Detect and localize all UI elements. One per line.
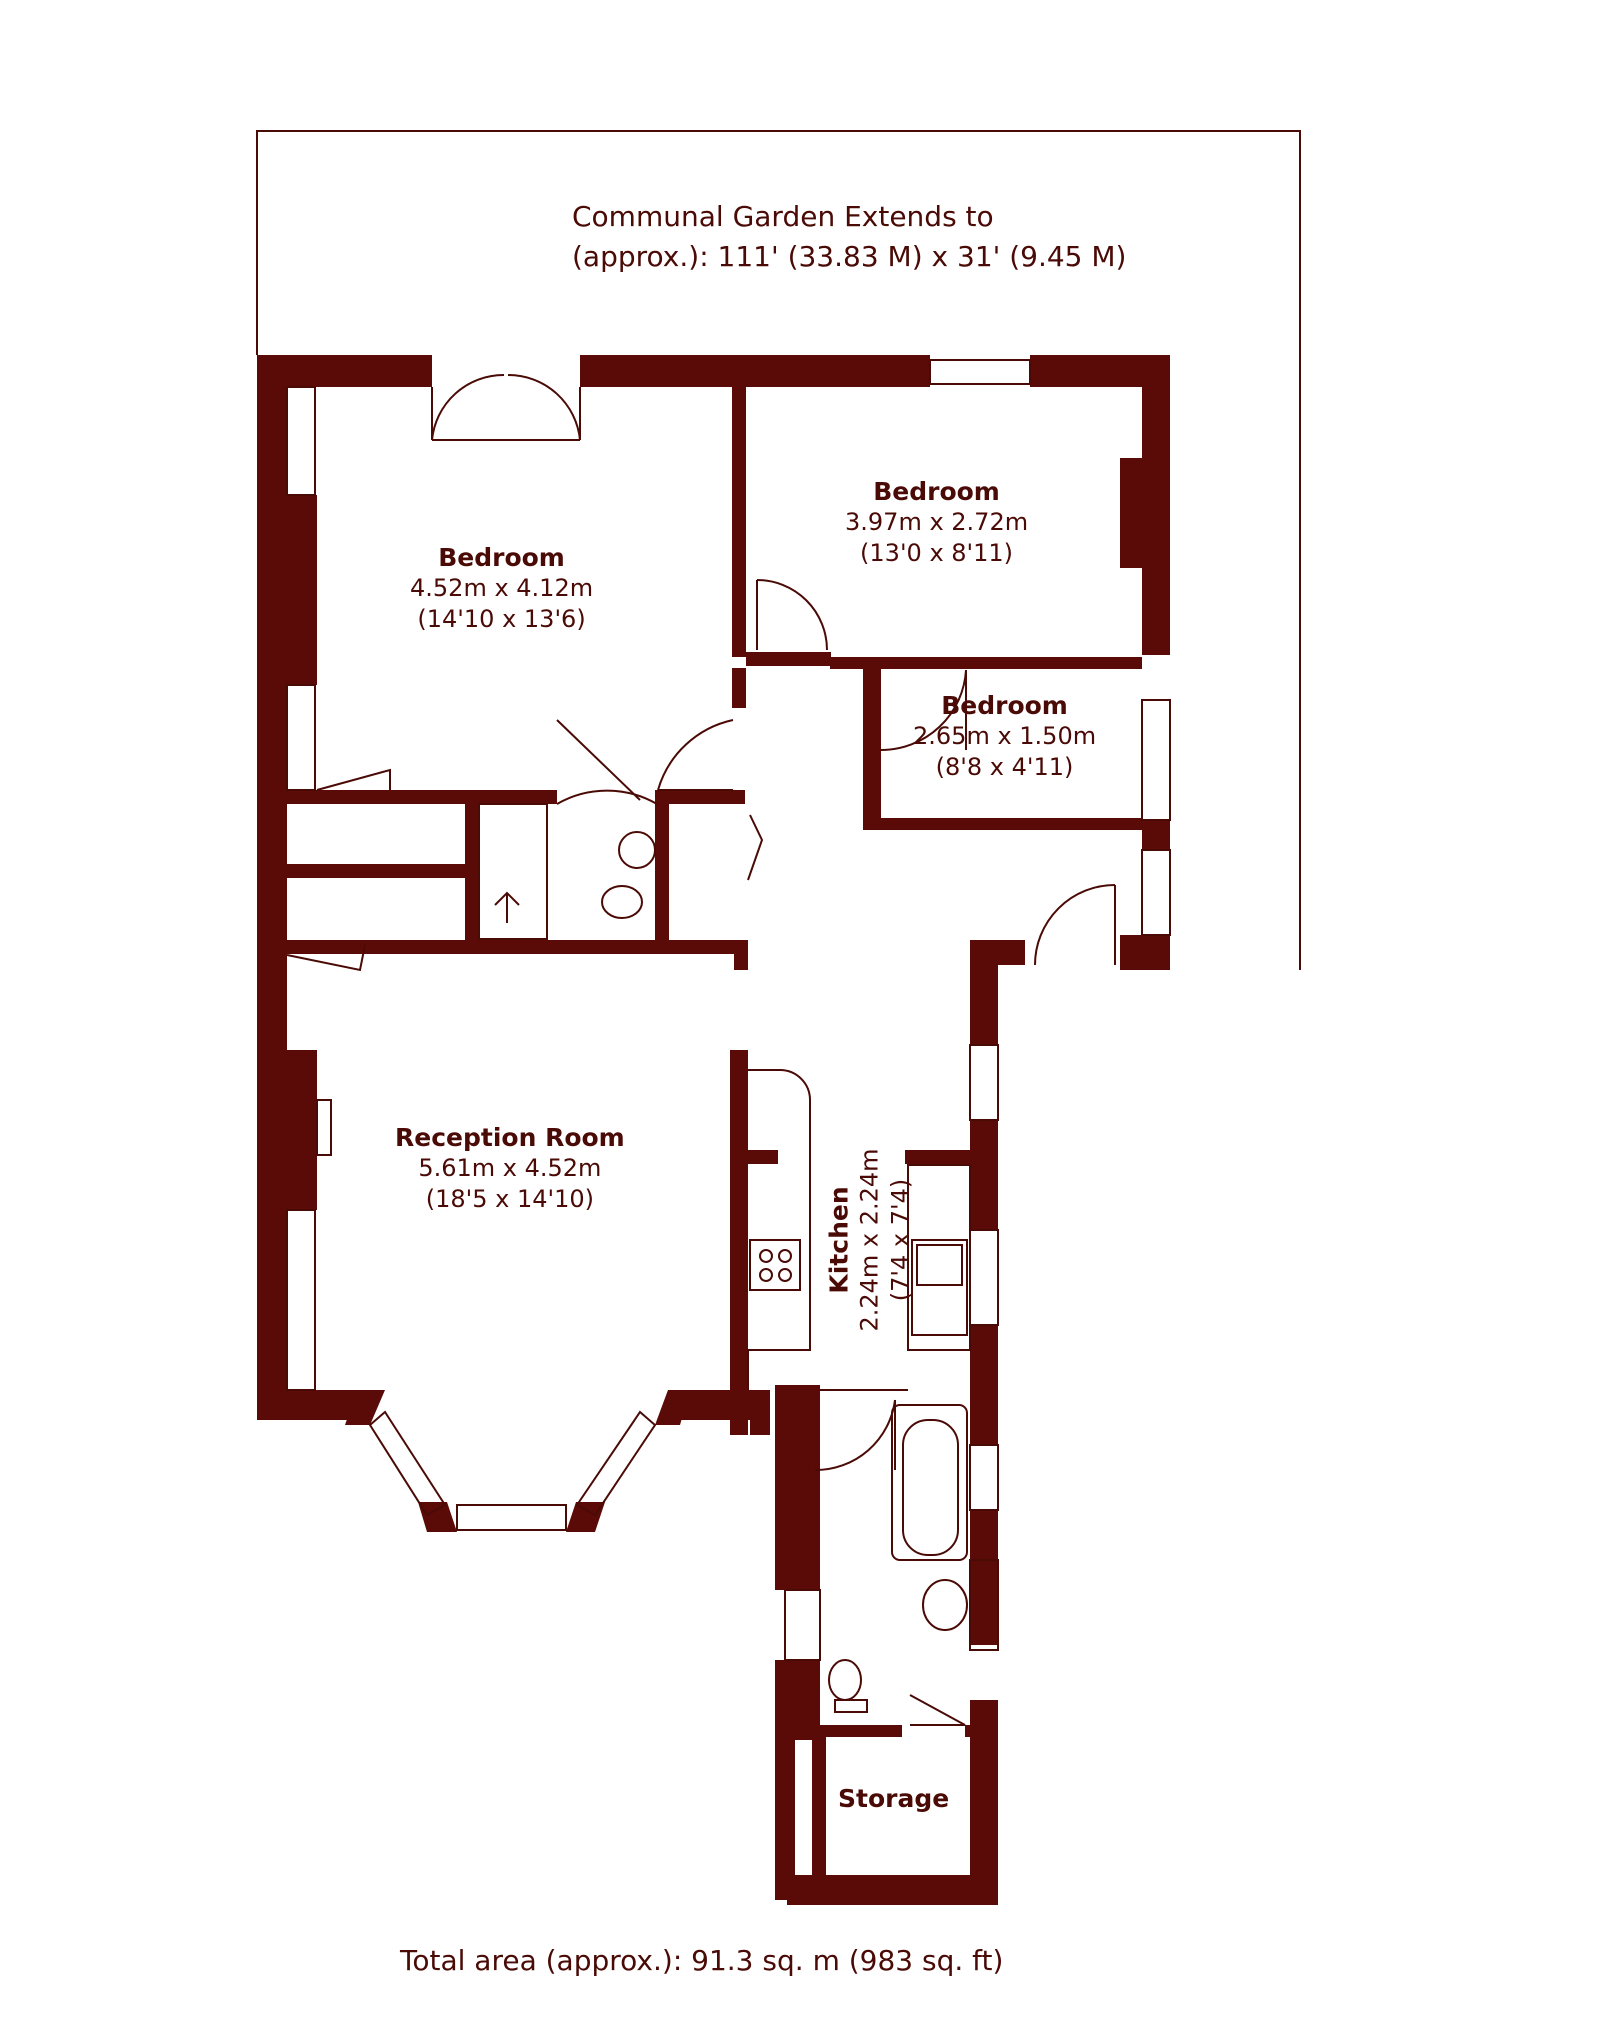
room-name: Storage <box>838 1784 950 1813</box>
room-label-bedroom-main: Bedroom 4.52m x 4.12m (14'10 x 13'6) <box>410 542 593 635</box>
room-metric: 4.52m x 4.12m <box>410 574 594 602</box>
room-name: Bedroom <box>873 477 1000 506</box>
room-metric: 5.61m x 4.52m <box>418 1154 602 1182</box>
room-label-storage: Storage <box>838 1783 949 1814</box>
room-metric: 2.65m x 1.50m <box>913 722 1097 750</box>
room-name: Bedroom <box>438 543 565 572</box>
fixtures <box>286 359 1171 1726</box>
garden-note: Communal Garden Extends to (approx.): 11… <box>572 197 1126 277</box>
room-label-kitchen: Kitchen 2.24m x 2.24m (7'4 x 7'4) <box>824 1148 917 1331</box>
garden-line-2: (approx.): 111' (33.83 M) x 31' (9.45 M) <box>572 240 1127 273</box>
room-metric: 2.24m x 2.24m <box>855 1148 884 1332</box>
room-name: Reception Room <box>395 1123 625 1152</box>
room-name: Bedroom <box>941 691 1068 720</box>
room-imperial: (13'0 x 8'11) <box>860 539 1014 567</box>
room-name: Kitchen <box>824 1186 854 1294</box>
room-imperial: (14'10 x 13'6) <box>417 605 586 633</box>
room-imperial: (8'8 x 4'11) <box>935 753 1074 781</box>
room-label-bedroom-second: Bedroom 3.97m x 2.72m (13'0 x 8'11) <box>845 476 1028 569</box>
garden-line-1: Communal Garden Extends to <box>572 200 994 233</box>
room-label-reception: Reception Room 5.61m x 4.52m (18'5 x 14'… <box>395 1122 625 1215</box>
total-area: Total area (approx.): 91.3 sq. m (983 sq… <box>400 1944 1004 1977</box>
room-imperial: (7'4 x 7'4) <box>886 1178 915 1302</box>
walls <box>257 355 1170 1905</box>
room-metric: 3.97m x 2.72m <box>845 508 1029 536</box>
room-label-bedroom-third: Bedroom 2.65m x 1.50m (8'8 x 4'11) <box>913 690 1096 783</box>
garden-boundary <box>256 130 1301 970</box>
room-imperial: (18'5 x 14'10) <box>425 1185 594 1213</box>
